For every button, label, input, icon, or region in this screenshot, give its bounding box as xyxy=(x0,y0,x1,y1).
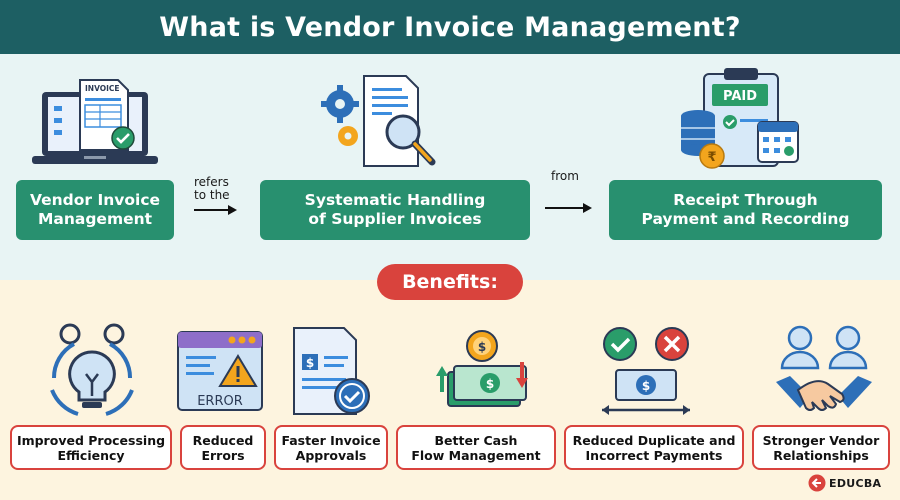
definition-box-vendor-invoice-management: Vendor Invoice Management xyxy=(16,180,174,240)
arrow-right-icon xyxy=(545,203,592,213)
benefits-heading: Benefits: xyxy=(377,264,523,300)
arrow-right-icon xyxy=(194,205,237,215)
benefit-label: Improved Processing Efficiency xyxy=(16,432,166,463)
approved-document-icon: $ xyxy=(293,327,370,415)
brand-name: EDUCBA xyxy=(829,476,882,490)
definition-box-label: Systematic Handling of Supplier Invoices xyxy=(304,190,486,228)
definition-box-systematic-handling: Systematic Handling of Supplier Invoices xyxy=(260,180,530,240)
paid-icon-text: PAID xyxy=(723,89,757,104)
benefit-label: Reduced Duplicate and Incorrect Payments xyxy=(572,432,736,463)
document-search-gear-icon xyxy=(321,75,436,167)
definition-box-label: Vendor Invoice Management xyxy=(29,190,161,228)
svg-text:$: $ xyxy=(486,377,494,391)
page-title: What is Vendor Invoice Management? xyxy=(159,11,741,43)
handshake-people-icon xyxy=(776,325,872,411)
svg-text:$: $ xyxy=(642,379,650,393)
benefit-label: Faster Invoice Approvals xyxy=(281,432,381,463)
connector-label: refers to the xyxy=(194,175,230,203)
error-icon-text: ERROR xyxy=(197,394,243,409)
invoice-icon-text: INVOICE xyxy=(85,84,120,93)
benefit-label: Better Cash Flow Management xyxy=(411,432,541,463)
benefit-label: Reduced Errors xyxy=(192,432,254,463)
benefit-better-cash-flow-management: Better Cash Flow Management xyxy=(396,425,556,470)
lightbulb-gear-icon xyxy=(50,323,134,416)
definition-box-label: Receipt Through Payment and Recording xyxy=(641,190,850,228)
benefits-heading-label: Benefits: xyxy=(402,271,498,293)
brand-logo: EDUCBA xyxy=(808,474,881,492)
benefit-faster-invoice-approvals: Faster Invoice Approvals xyxy=(274,425,388,470)
laptop-invoice-icon: INVOICE xyxy=(32,79,158,164)
check-cross-payment-icon: $ xyxy=(602,327,690,415)
cash-flow-icon: $ $ xyxy=(436,330,528,407)
svg-text:₹: ₹ xyxy=(707,150,716,165)
benefit-reduced-duplicate-payments: Reduced Duplicate and Incorrect Payments xyxy=(564,425,744,470)
benefit-stronger-vendor-relationships: Stronger Vendor Relationships xyxy=(752,425,890,470)
connector-from: from xyxy=(551,169,579,183)
svg-text:$: $ xyxy=(478,340,486,354)
benefit-reduced-errors: Reduced Errors xyxy=(180,425,266,470)
benefit-improved-processing-efficiency: Improved Processing Efficiency xyxy=(10,425,172,470)
connector-refers-to-the: refers to the xyxy=(194,175,230,203)
connector-label: from xyxy=(551,169,579,183)
benefit-label: Stronger Vendor Relationships xyxy=(762,432,880,463)
brand-logo-icon xyxy=(808,474,826,492)
definition-box-receipt-through-payment: Receipt Through Payment and Recording xyxy=(609,180,882,240)
title-bar: What is Vendor Invoice Management? xyxy=(0,0,900,54)
svg-text:$: $ xyxy=(306,356,314,370)
error-window-icon: ERROR xyxy=(177,331,263,411)
paid-clipboard-calendar-icon: PAID ₹ xyxy=(681,68,799,169)
